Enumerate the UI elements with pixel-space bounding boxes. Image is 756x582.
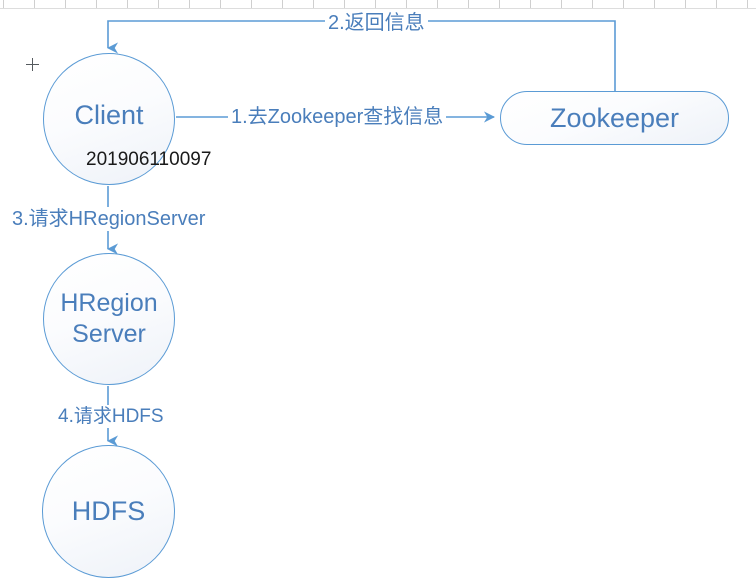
ruler-baseline [0, 8, 756, 9]
node-hdfs-label: HDFS [71, 496, 146, 526]
ruler-tick [499, 0, 500, 8]
ruler [0, 0, 756, 9]
ruler-tick [96, 0, 97, 8]
ruler-tick [127, 0, 128, 8]
ruler-tick [158, 0, 159, 8]
ruler-tick [561, 0, 562, 8]
ruler-tick [282, 0, 283, 8]
student-id-stamp: 201906110097 [86, 149, 212, 170]
ruler-tick [344, 0, 345, 8]
ruler-tick [65, 0, 66, 8]
node-hregionserver-label-line1: HRegion [60, 288, 158, 317]
ruler-tick [716, 0, 717, 8]
ruler-tick [685, 0, 686, 8]
connector-label-step4: 4.请求HDFS [55, 405, 167, 428]
node-hregionserver-label-line2: Server [72, 320, 146, 348]
ruler-tick [220, 0, 221, 8]
node-hdfs[interactable]: HDFS [42, 445, 175, 578]
connector-label-step1: 1.去Zookeeper查找信息 [228, 105, 447, 129]
node-hregionserver[interactable]: HRegion Server [43, 253, 175, 385]
ruler-tick [437, 0, 438, 8]
node-hregionserver-label: HRegion Server [60, 288, 157, 351]
ruler-tick [3, 0, 4, 8]
ruler-tick [592, 0, 593, 8]
ruler-tick [654, 0, 655, 8]
ruler-tick [406, 0, 407, 8]
plus-crosshair-icon [26, 58, 39, 71]
ruler-tick [313, 0, 314, 8]
ruler-tick [530, 0, 531, 8]
crosshair-vertical [32, 58, 33, 71]
node-zookeeper[interactable]: Zookeeper [500, 91, 729, 145]
ruler-tick [747, 0, 748, 8]
ruler-tick [251, 0, 252, 8]
ruler-tick [189, 0, 190, 8]
node-client[interactable]: Client [43, 53, 175, 185]
ruler-tick [375, 0, 376, 8]
connector-label-step3: 3.请求HRegionServer [9, 207, 209, 231]
ruler-tick [468, 0, 469, 8]
node-client-label: Client [74, 99, 144, 130]
connector-label-step2: 2.返回信息 [325, 11, 428, 35]
ruler-tick [623, 0, 624, 8]
node-zookeeper-label: Zookeeper [549, 102, 680, 133]
ruler-tick [34, 0, 35, 8]
